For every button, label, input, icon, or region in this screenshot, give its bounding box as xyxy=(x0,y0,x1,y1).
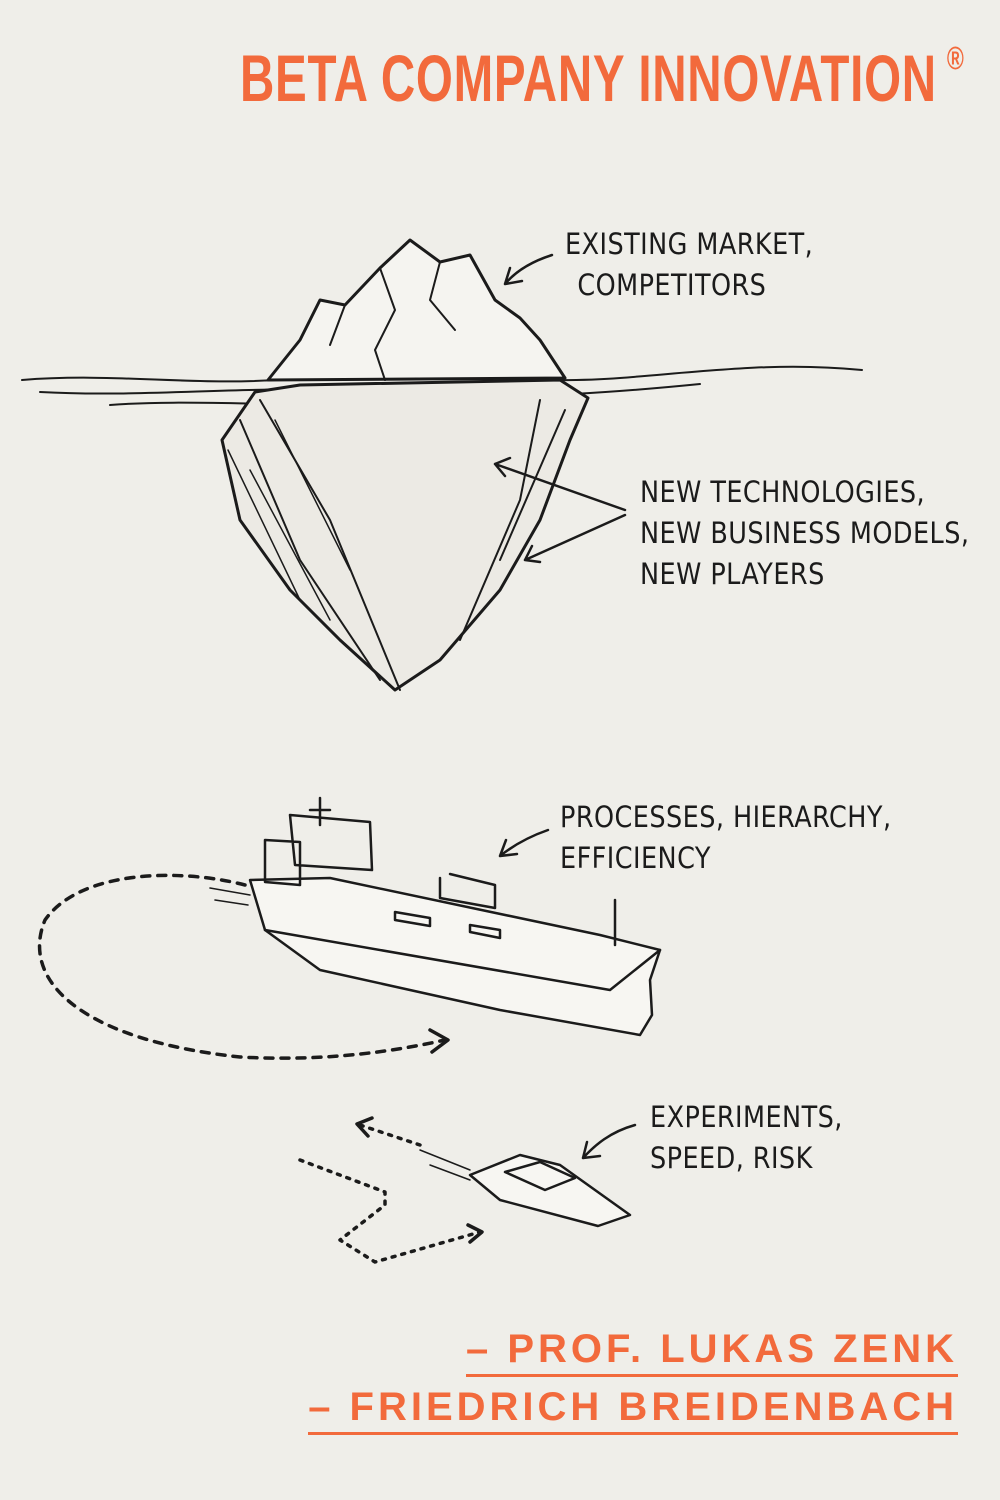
speedboat-icon xyxy=(419,1149,632,1228)
annotation-line: PROCESSES, HIERARCHY, xyxy=(560,800,892,834)
annotation-line: COMPETITORS xyxy=(577,268,767,302)
annotation-line: EXPERIMENTS, xyxy=(650,1100,843,1134)
annotation-line: NEW PLAYERS xyxy=(640,557,825,591)
credit-friedrich-breidenbach: – FRIEDRICH BREIDENBACH xyxy=(308,1384,958,1435)
registered-trademark: ® xyxy=(946,40,964,76)
arrowhead-icon xyxy=(466,1223,484,1244)
dotted-path-speedboat xyxy=(358,1123,422,1147)
annotation-line: SPEED, RISK xyxy=(650,1141,813,1175)
annotation-existing-market: EXISTING MARKET, COMPETITORS xyxy=(565,224,813,306)
arrowhead-icon xyxy=(428,1028,450,1054)
annotation-line: EFFICIENCY xyxy=(560,841,711,875)
credit-lukas-zenk: – PROF. LUKAS ZENK xyxy=(465,1326,958,1377)
arrow-icon xyxy=(498,828,550,858)
annotation-line: NEW BUSINESS MODELS, xyxy=(640,516,970,550)
page-title: BETA COMPANY INNOVATION xyxy=(240,41,937,115)
annotation-processes: PROCESSES, HIERARCHY, EFFICIENCY xyxy=(560,797,892,879)
annotation-new-technologies: NEW TECHNOLOGIES, NEW BUSINESS MODELS, N… xyxy=(640,472,969,595)
arrow-icon xyxy=(493,253,627,564)
page-header: BETA COMPANY INNOVATION® xyxy=(240,40,964,116)
annotation-line: NEW TECHNOLOGIES, xyxy=(640,475,926,509)
annotation-line: EXISTING MARKET, xyxy=(565,227,814,261)
arrowhead-icon xyxy=(355,1116,374,1138)
iceberg-tip xyxy=(266,238,567,382)
dotted-path-ship xyxy=(37,873,447,1060)
cargo-ship-icon xyxy=(209,796,662,1037)
dotted-path-speedboat xyxy=(298,1158,482,1264)
annotation-experiments: EXPERIMENTS, SPEED, RISK xyxy=(650,1097,843,1179)
arrow-icon xyxy=(581,1123,637,1160)
iceberg-underwater xyxy=(220,378,590,692)
